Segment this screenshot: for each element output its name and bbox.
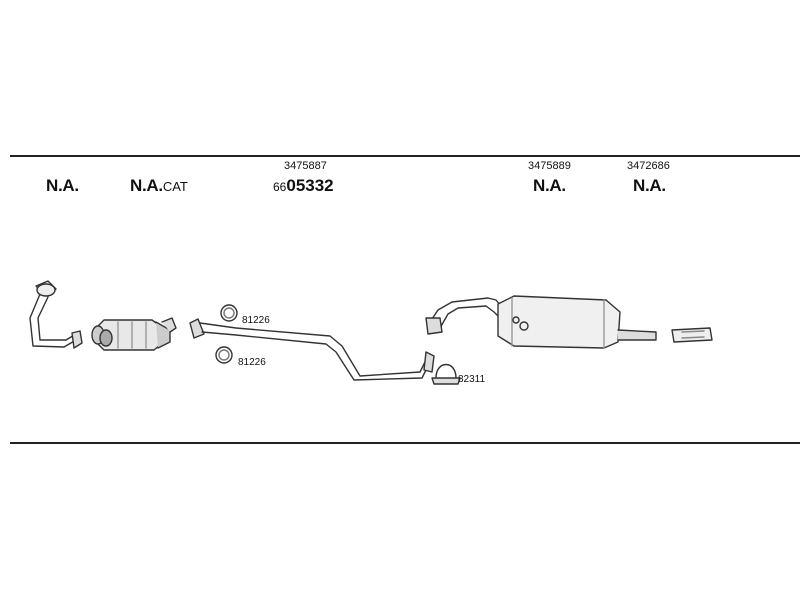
u-clamp: [431, 363, 461, 385]
gasket-ring-top: [220, 304, 238, 322]
callout-81226-top: 81226: [242, 315, 270, 326]
col2-suffix: CAT: [162, 179, 188, 194]
col2-main: N.A.: [130, 176, 163, 195]
tail-pipe: [671, 327, 713, 343]
callout-81226-bottom: 81226: [238, 357, 266, 368]
rear-silencer: [425, 295, 657, 349]
front-downpipe: [29, 280, 83, 349]
catalytic-converter: [91, 317, 177, 351]
col5-ref-number: 3472686: [627, 160, 670, 172]
col3-ref-number: 3475887: [284, 160, 327, 172]
col5-label: N.A.: [633, 176, 666, 195]
top-divider: [10, 155, 800, 157]
bottom-divider: [10, 442, 800, 444]
col4-label: N.A.: [533, 176, 566, 195]
col3-part-number: 6605332: [273, 176, 334, 196]
gasket-ring-bottom: [215, 346, 233, 364]
callout-82311: 82311: [458, 374, 486, 385]
col2-label: N.A.CAT: [130, 176, 188, 196]
col3-part-emph: 05332: [286, 176, 334, 195]
col4-ref-number: 3475889: [528, 160, 571, 172]
col3-part-prefix: 66: [273, 180, 287, 194]
intermediate-pipe: [189, 318, 435, 381]
col1-label: N.A.: [46, 176, 79, 195]
